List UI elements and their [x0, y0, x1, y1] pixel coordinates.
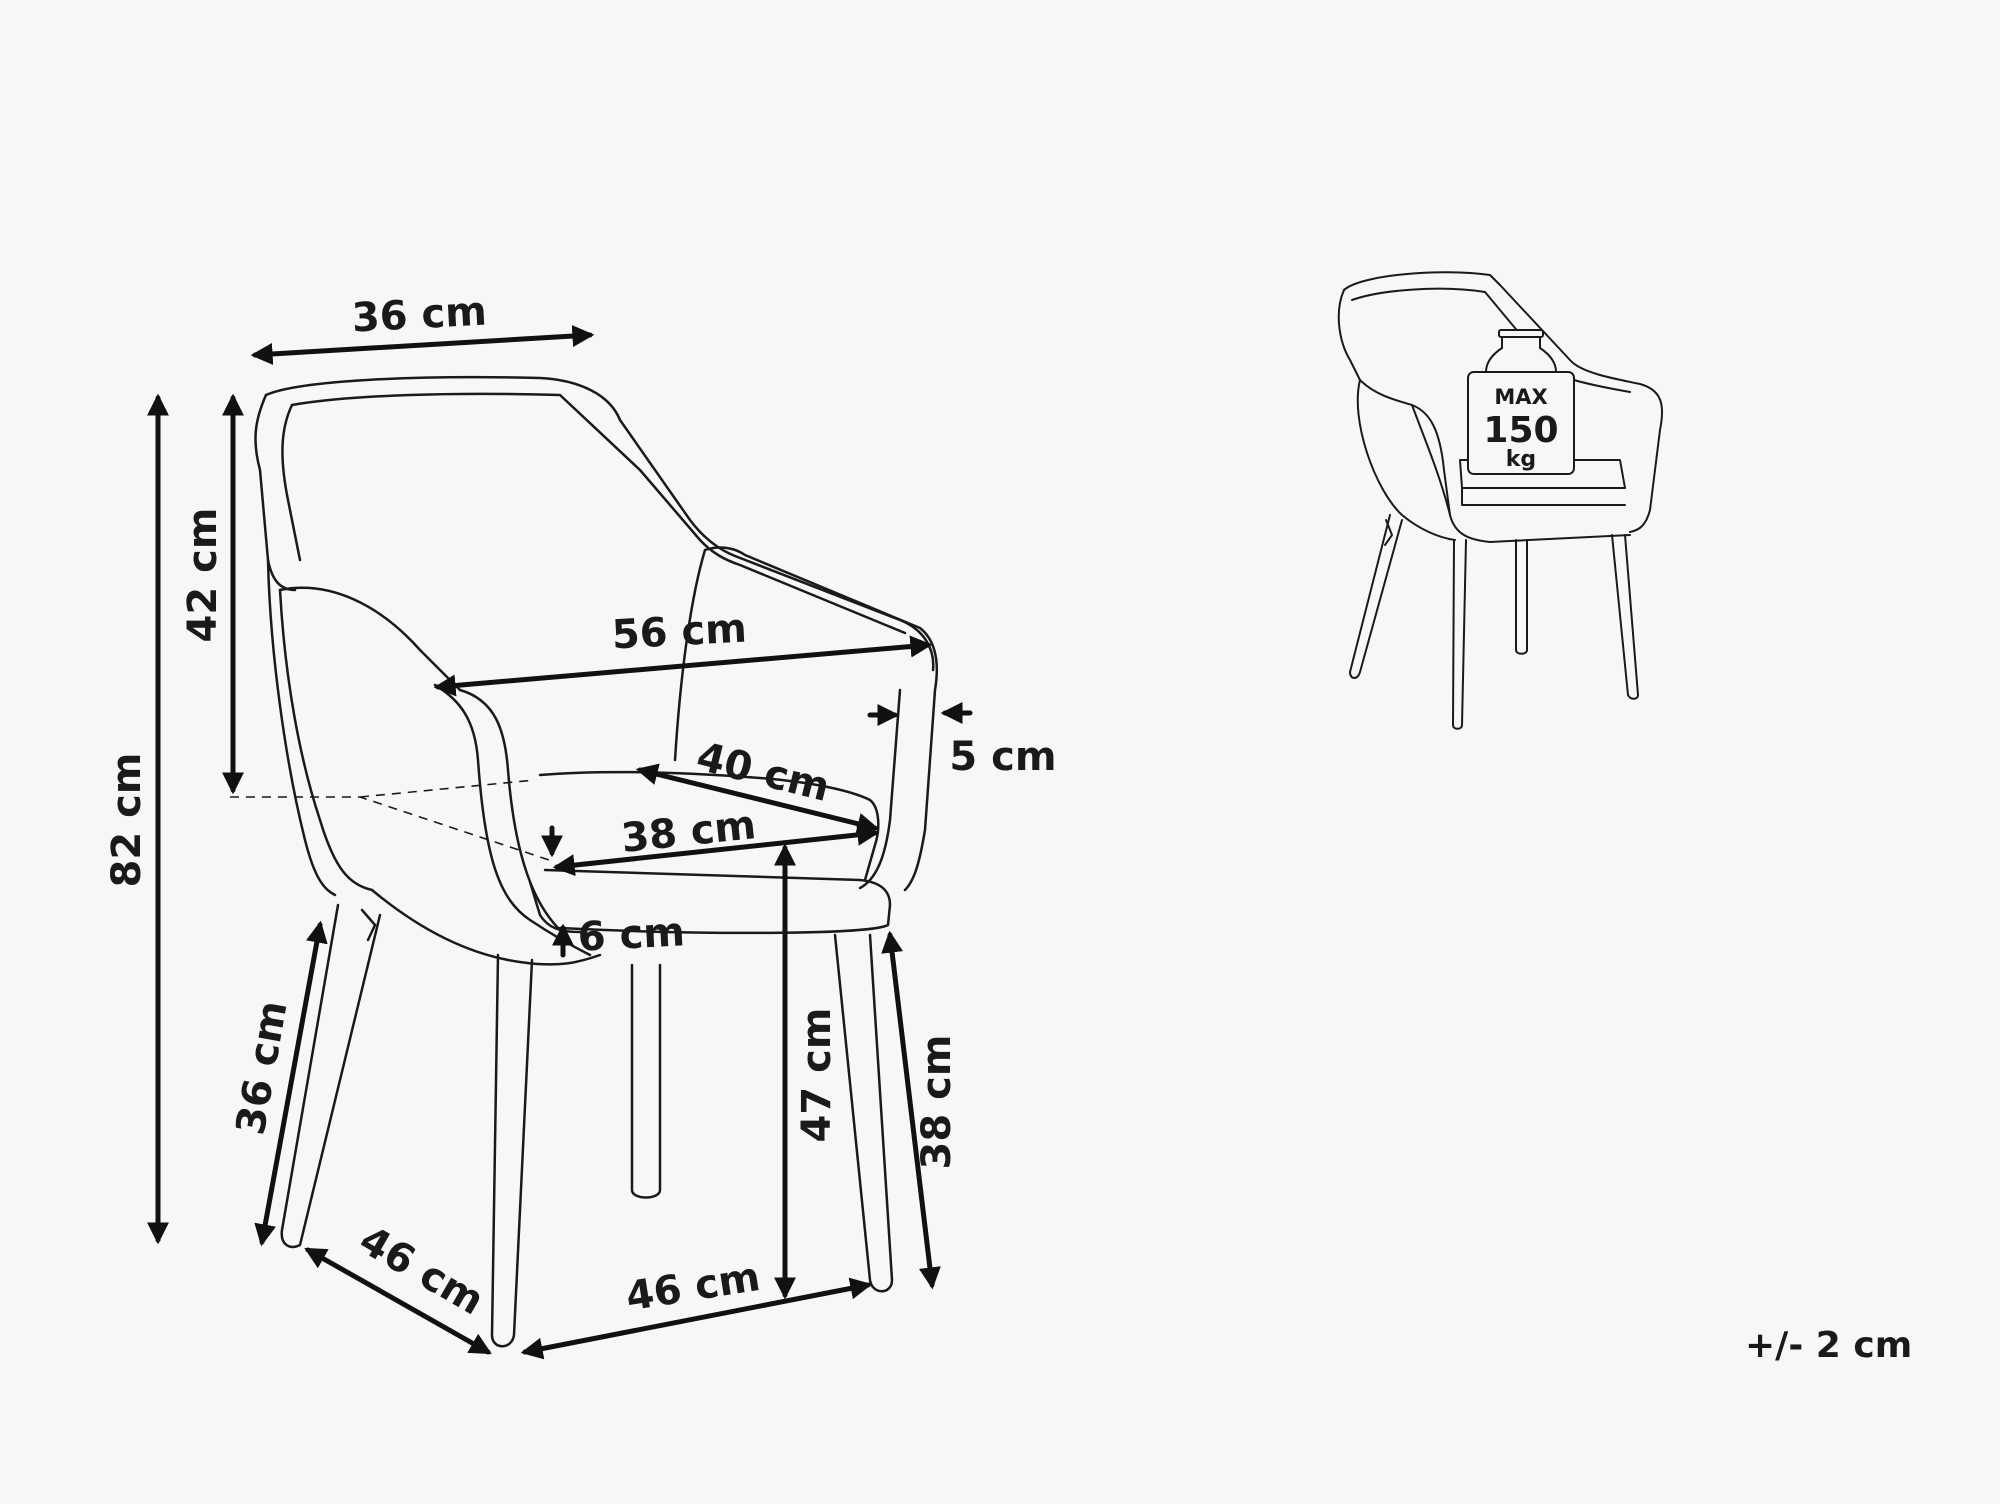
small-chair-leg [1349, 514, 1403, 679]
dim-arrow-total-width [433, 635, 933, 697]
weight-icon: MAX 150 kg [1467, 329, 1575, 475]
chair-leg-back-right [630, 963, 662, 1199]
dim-arrow-seat-width [552, 823, 880, 877]
dim-label-rear-leg: 38 cm [914, 1035, 960, 1170]
dim-arrow-rear-leg [881, 930, 941, 1290]
dim-arrow-back-width [250, 325, 595, 365]
dimension-arrows [146, 325, 973, 1360]
dim-label-total-width: 56 cm [611, 606, 748, 659]
chair-leg-front-right [490, 953, 534, 1348]
dim-label-armrest: 5 cm [949, 734, 1056, 780]
chair-left-arm [278, 588, 374, 892]
max-load-unit: kg [1506, 447, 1536, 472]
small-chair-drawing: MAX 150 kg [1337, 271, 1664, 730]
chair-backrest-inner [290, 392, 907, 635]
chair-leg-back-left [833, 933, 894, 1293]
dim-label-base-depth: 46 cm [352, 1217, 492, 1324]
dim-label-seat-width: 38 cm [619, 802, 758, 862]
dim-label-seat-height: 47 cm [794, 1008, 840, 1143]
dim-arrow-base-depth [304, 1247, 492, 1355]
dim-label-cushion: 6 cm [577, 909, 686, 961]
dim-label-total-height: 82 cm [104, 753, 150, 888]
max-load-value: 150 [1483, 410, 1558, 451]
dim-arrow-seat-depth [635, 763, 880, 835]
dim-arrow-front-leg [254, 920, 328, 1247]
chair-backrest [264, 375, 935, 672]
chair-leg-front-left [280, 903, 382, 1249]
dimension-labels: 36 cm 42 cm 82 cm 56 cm 5 cm 40 cm 38 cm… [104, 289, 1057, 1325]
dim-arrow-base-width [520, 1277, 873, 1360]
dim-label-back-width: 36 cm [351, 289, 488, 342]
max-label: MAX [1494, 385, 1547, 409]
chair-right-arm [703, 546, 939, 892]
dim-label-back-height: 42 cm [180, 508, 226, 643]
tolerance-note: +/- 2 cm [1745, 1325, 1912, 1366]
